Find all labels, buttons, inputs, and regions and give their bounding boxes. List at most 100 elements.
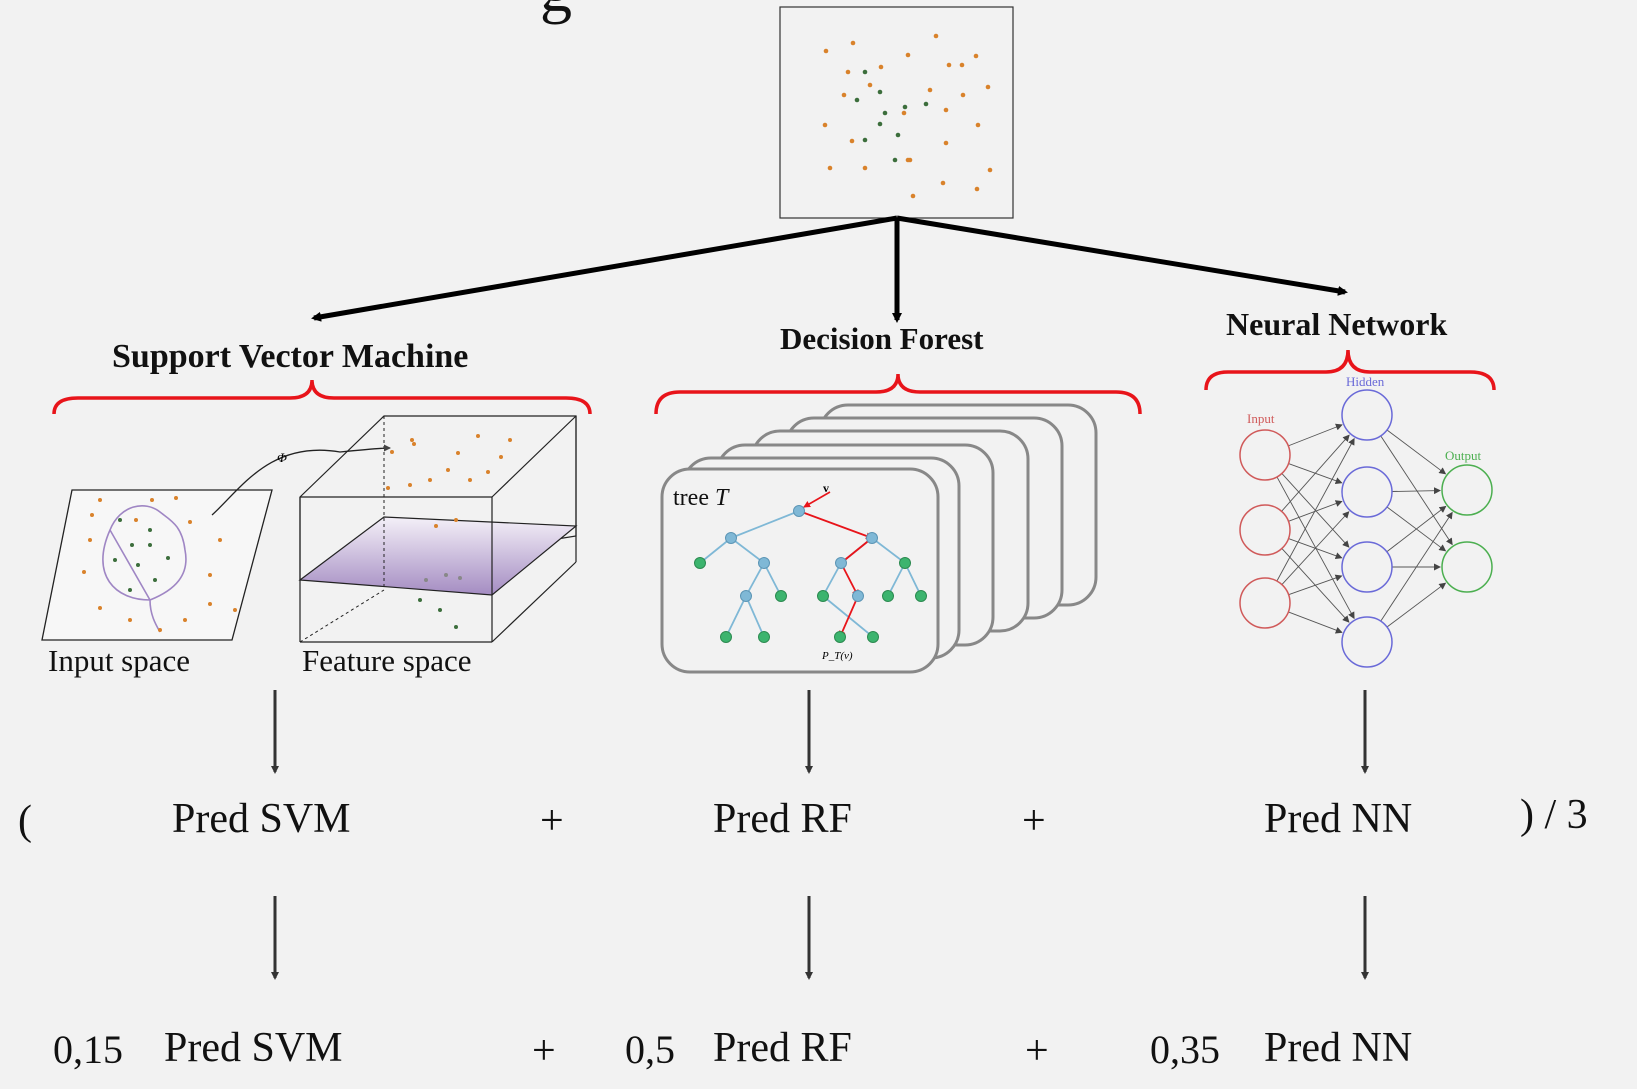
green-point	[862, 137, 868, 143]
tree-edge	[730, 537, 765, 564]
top-title-fragment: g	[540, 0, 572, 22]
tree-edge	[871, 537, 906, 564]
orange-point	[128, 618, 132, 622]
green-point	[148, 528, 152, 532]
down-arrows	[271, 690, 1369, 980]
tree-leaf-node	[758, 631, 770, 643]
nn-output-label: Output	[1445, 448, 1482, 463]
orange-point	[499, 455, 503, 459]
orange-point	[208, 573, 212, 577]
nn-input-label: Input	[1247, 411, 1275, 426]
tree-path-edge	[840, 537, 873, 564]
orange-point	[849, 138, 855, 144]
orange-point	[486, 470, 490, 474]
orange-point	[973, 53, 979, 59]
orange-point	[508, 438, 512, 442]
tree-leaf-node	[915, 590, 927, 602]
nn-input-node	[1239, 504, 1291, 556]
green-point	[118, 518, 122, 522]
nn-edge	[1288, 574, 1343, 596]
tree-leaf-node	[882, 590, 894, 602]
tree-edge	[745, 562, 765, 597]
orange-point	[390, 450, 394, 454]
green-point	[862, 69, 868, 75]
split-arrows	[311, 215, 1348, 323]
tree-split-node	[852, 590, 864, 602]
green-point	[153, 578, 157, 582]
nn-output-node	[1441, 464, 1493, 516]
tree-leaf-node	[694, 557, 706, 569]
tree-path-edge	[840, 562, 859, 597]
orange-point	[88, 538, 92, 542]
tree-edge	[822, 562, 842, 597]
projected-point	[444, 573, 448, 577]
dataset-scatter-box	[779, 6, 1014, 219]
green-point	[113, 558, 117, 562]
green-point	[882, 110, 888, 116]
orange-point	[188, 520, 192, 524]
avg-open-paren: (	[18, 798, 32, 844]
orange-point	[905, 52, 911, 58]
orange-point	[985, 84, 991, 90]
orange-point	[943, 140, 949, 146]
rf-title: Decision Forest	[780, 321, 984, 356]
svm-title: Support Vector Machine	[112, 338, 469, 375]
orange-point	[412, 442, 416, 446]
projected-point	[458, 576, 462, 580]
tree-edge	[904, 562, 922, 597]
orange-point	[959, 62, 965, 68]
orange-point	[867, 82, 873, 88]
svm-illustration: Φ	[41, 415, 578, 643]
avg-plus-2: +	[1022, 798, 1046, 844]
nn-edge	[1288, 423, 1343, 447]
orange-point	[183, 618, 187, 622]
green-point	[454, 625, 458, 629]
avg-pred-nn: Pred NN	[1264, 796, 1413, 842]
orange-point	[233, 608, 237, 612]
orange-point	[878, 64, 884, 70]
orange-point	[960, 92, 966, 98]
green-point	[136, 563, 140, 567]
tree-edge	[730, 510, 800, 539]
nn-edge	[1386, 582, 1447, 628]
nn-edge	[1281, 434, 1350, 512]
orange-point	[434, 524, 438, 528]
tree-split-node	[835, 557, 847, 569]
orange-point	[98, 498, 102, 502]
tree-leaf-node	[775, 590, 787, 602]
orange-point	[850, 40, 856, 46]
nn-input-node	[1239, 429, 1291, 481]
tree-path-edge	[798, 510, 873, 540]
green-point	[923, 101, 929, 107]
orange-point	[456, 451, 460, 455]
orange-point	[408, 483, 412, 487]
nn-hidden-node	[1341, 389, 1393, 441]
avg-divisor: ) / 3	[1520, 792, 1588, 838]
braces	[52, 349, 1496, 415]
weight-nn: 0,35	[1150, 1027, 1220, 1072]
green-point	[877, 89, 883, 95]
tree-edge	[699, 537, 732, 564]
projected-point	[424, 578, 428, 582]
orange-point	[933, 33, 939, 39]
orange-point	[150, 498, 154, 502]
tree-card-front	[660, 467, 940, 674]
nn-hidden-node	[1341, 616, 1393, 668]
tree-edge	[763, 562, 782, 597]
tree-edge	[725, 595, 747, 638]
weighted-pred-nn: Pred NN	[1264, 1025, 1413, 1071]
feature-space-label: Feature space	[302, 643, 472, 678]
tree-split-node	[793, 505, 805, 517]
orange-point	[428, 478, 432, 482]
tree-leaf-node	[720, 631, 732, 643]
orange-point	[158, 628, 162, 632]
orange-point	[927, 87, 933, 93]
orange-point	[410, 438, 414, 442]
green-point	[892, 157, 898, 163]
pt-label: P_T(v)	[821, 650, 853, 662]
green-point	[877, 121, 883, 127]
tree-split-node	[740, 590, 752, 602]
tree-input-arrow	[803, 491, 831, 508]
nn-edge	[1276, 437, 1355, 582]
